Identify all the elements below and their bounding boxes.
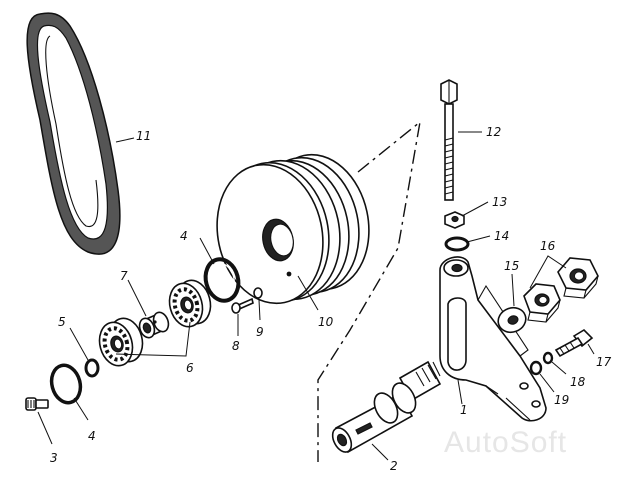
label-12: 12 <box>486 125 501 139</box>
label-6: 6 <box>186 361 194 375</box>
label-17: 17 <box>596 355 612 369</box>
label-4-lower: 4 <box>88 429 96 443</box>
label-3: 3 <box>50 451 58 465</box>
snap-ring-upper <box>203 257 241 303</box>
ball-bearing-upper <box>168 279 212 328</box>
short-bolt <box>554 328 594 358</box>
small-washer <box>253 287 263 299</box>
label-9: 9 <box>256 325 264 339</box>
part-labels: 1 2 3 4 4 5 6 7 8 9 10 11 12 13 14 15 16… <box>50 125 612 473</box>
label-13: 13 <box>492 195 507 209</box>
label-18: 18 <box>570 375 586 389</box>
hex-nut-small <box>444 211 465 229</box>
hex-nut-upper <box>557 257 599 299</box>
long-bolt <box>440 79 458 201</box>
flat-washer <box>497 306 527 334</box>
spacer-bushing <box>138 311 170 339</box>
label-14: 14 <box>494 229 509 243</box>
label-1: 1 <box>460 403 468 417</box>
grease-fitting <box>25 397 49 411</box>
washer-18 <box>542 351 554 365</box>
label-16: 16 <box>540 239 556 253</box>
shaft <box>331 360 442 454</box>
hex-nut-lower <box>523 283 561 323</box>
snap-ring-lower <box>49 363 83 405</box>
v-belt <box>26 12 121 255</box>
label-4-upper: 4 <box>180 229 188 243</box>
label-2: 2 <box>390 459 398 473</box>
label-19: 19 <box>554 393 569 407</box>
ball-bearing-lower <box>98 317 144 367</box>
washer-19 <box>529 360 543 376</box>
label-11: 11 <box>136 129 151 143</box>
label-10: 10 <box>318 315 334 329</box>
pulley <box>216 153 370 305</box>
washer-14 <box>444 236 470 252</box>
small-ring <box>84 358 100 378</box>
label-15: 15 <box>504 259 519 273</box>
small-bolt <box>231 297 254 314</box>
label-8: 8 <box>232 339 240 353</box>
label-7: 7 <box>120 269 128 283</box>
assembly-axis-lines <box>317 120 422 462</box>
label-5: 5 <box>58 315 66 329</box>
tensioner-bracket <box>439 256 547 422</box>
watermark: AutoSoft <box>444 426 567 459</box>
leader-lines <box>37 131 595 461</box>
